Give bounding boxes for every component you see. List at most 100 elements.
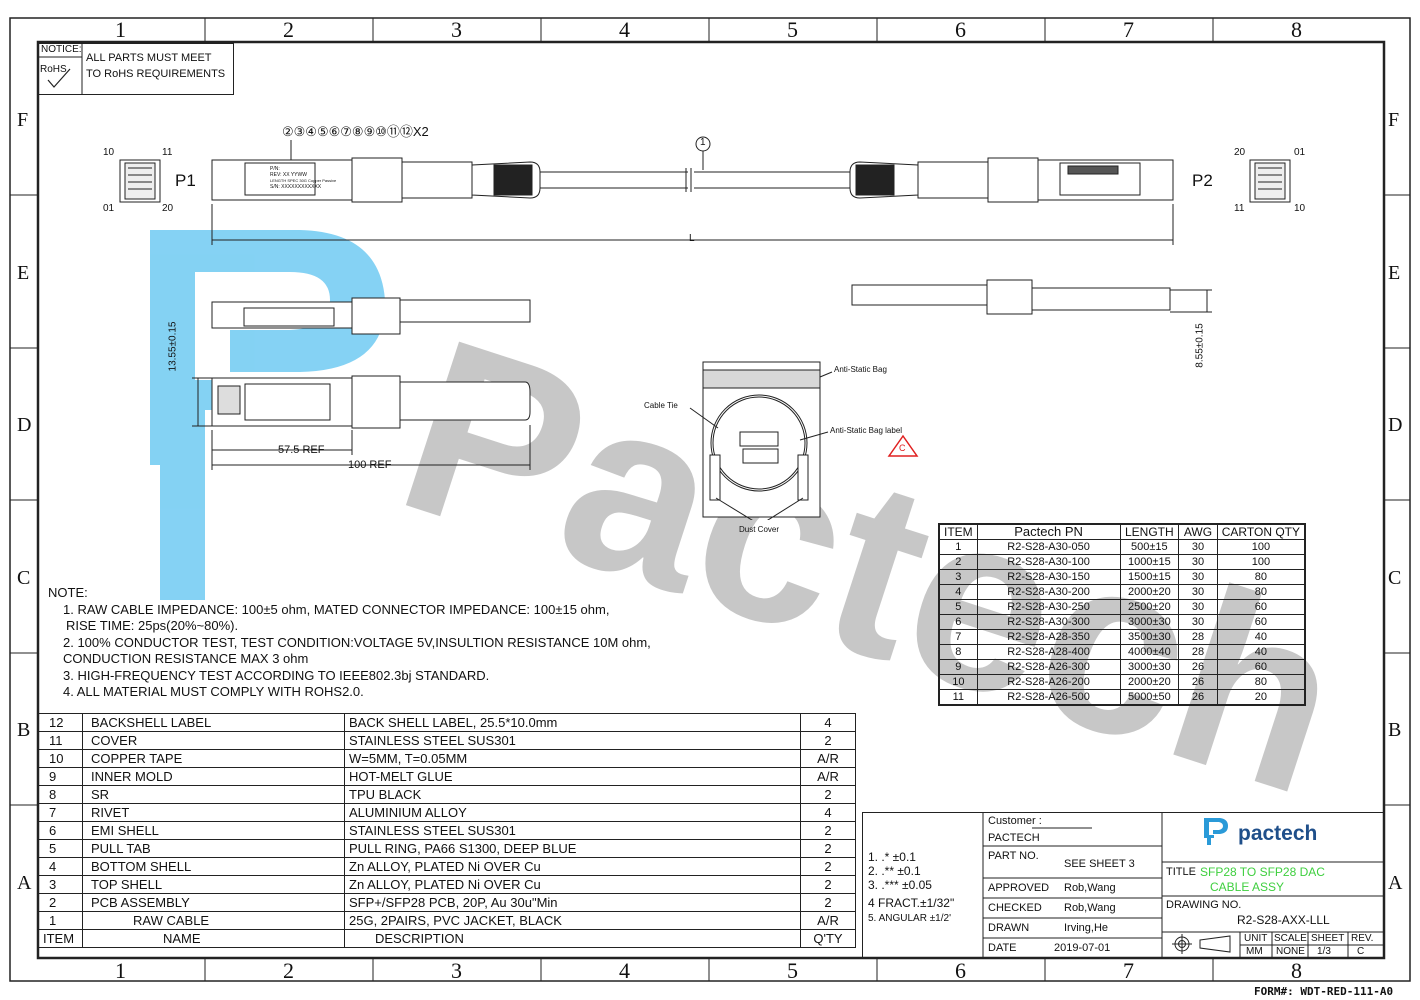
bom-desc: 25G, 2PAIRS, PVC JACKET, BLACK (344, 911, 801, 930)
customer-label: Customer : (988, 815, 1042, 827)
rev-value: C (1357, 946, 1365, 957)
tolerance-5: 5. ANGULAR ±1/2' (868, 913, 951, 924)
note-line: 1. RAW CABLE IMPEDANCE: 100±5 ohm, MATED… (63, 601, 610, 617)
bom-name: INNER MOLD (82, 767, 345, 786)
notes-title: NOTE: (48, 585, 88, 600)
parts-awg: 26 (1178, 659, 1218, 675)
rohs-label: RoHS (40, 64, 67, 75)
parts-item: 10 (938, 674, 978, 690)
parts-item: 7 (938, 629, 978, 645)
bom-qty: 2 (800, 857, 856, 876)
parts-awg: 30 (1178, 584, 1218, 600)
drawing-no-label: DRAWING NO. (1166, 899, 1242, 911)
parts-item: 3 (938, 569, 978, 585)
p1-label: P1 (175, 171, 196, 190)
note-line: RISE TIME: 25ps(20%~80%). (66, 618, 239, 633)
tolerance-3: 3. .*** ±0.05 (868, 878, 932, 892)
notice-line-2: TO RoHS REQUIREMENTS (86, 68, 226, 80)
parts-awg: 30 (1178, 569, 1218, 585)
parts-length: 5000±50 (1119, 689, 1180, 706)
parts-qty: 60 (1216, 659, 1306, 675)
bom-header-qty: Q'TY (800, 929, 856, 948)
zone-row-a: A (17, 872, 32, 894)
zone-col-2-bottom: 2 (283, 958, 294, 983)
bom-item: 10 (38, 749, 83, 768)
zone-col-5: 5 (787, 17, 798, 42)
bom-desc: ALUMINIUM ALLOY (344, 803, 801, 822)
parts-header-length: LENGTH (1119, 523, 1180, 540)
parts-qty: 100 (1216, 539, 1306, 555)
note-line: CONDUCTION RESISTANCE MAX 3 ohm (63, 651, 309, 666)
bom-qty: 2 (800, 875, 856, 894)
parts-length: 1000±15 (1119, 554, 1180, 570)
bom-desc: TPU BLACK (344, 785, 801, 804)
bom-desc: BACK SHELL LABEL, 25.5*10.0mm (344, 713, 801, 732)
bag-label-label: Anti-Static Bag label (830, 426, 903, 435)
parts-length: 3000±30 (1119, 614, 1180, 630)
bom-name: SR (82, 785, 345, 804)
bom-qty: A/R (800, 749, 856, 768)
bom-item: 9 (38, 767, 83, 786)
zone-row-c: C (17, 567, 31, 589)
bom-item: 3 (38, 875, 83, 894)
parts-pn: R2-S28-A30-200 (976, 584, 1121, 600)
sheet-label: SHEET (1311, 933, 1345, 944)
date-label: DATE (988, 942, 1017, 954)
bom-item: 5 (38, 839, 83, 858)
notice-label: NOTICE: (41, 44, 82, 55)
bom-name: EMI SHELL (82, 821, 345, 840)
parts-qty: 60 (1216, 599, 1306, 615)
pin-20-right: 20 (1234, 147, 1246, 158)
projection-symbol-icon (1172, 934, 1231, 954)
title-line-1: SFP28 TO SFP28 DAC (1200, 865, 1325, 879)
zone-row-f: F (17, 109, 29, 131)
zone-col-7: 7 (1123, 17, 1134, 42)
customer-value: PACTECH (988, 832, 1040, 844)
bom-qty: A/R (800, 767, 856, 786)
zone-row-e-right: E (1388, 262, 1401, 284)
tolerance-4: 4 FRACT.±1/32" (868, 896, 955, 910)
bom-desc: W=5MM, T=0.05MM (344, 749, 801, 768)
zone-col-4: 4 (619, 17, 630, 42)
bom-desc: STAINLESS STEEL SUS301 (344, 821, 801, 840)
part-no-label: PART NO. (988, 850, 1039, 862)
zone-row-b-right: B (1388, 719, 1402, 741)
parts-header-qty: CARTON QTY (1216, 523, 1306, 540)
bom-qty: 2 (800, 821, 856, 840)
parts-qty: 80 (1216, 674, 1306, 690)
parts-awg: 30 (1178, 599, 1218, 615)
parts-awg: 26 (1178, 674, 1218, 690)
label-rev: REV: XX YYWW (270, 172, 307, 178)
length-dim: L (689, 233, 695, 244)
parts-qty: 20 (1216, 689, 1306, 706)
parts-pn: R2-S28-A30-100 (976, 554, 1121, 570)
notice-line-1: ALL PARTS MUST MEET (86, 52, 212, 64)
dust-cover-label: Dust Cover (739, 525, 780, 534)
p2-label: P2 (1192, 171, 1213, 190)
bom-desc: SFP+/SFP28 PCB, 20P, Au 30u"Min (344, 893, 801, 912)
label-length: LENGTH SPEC 30G Copper Passive (270, 178, 337, 183)
bom-qty: 2 (800, 731, 856, 750)
parts-item: 4 (938, 584, 978, 600)
parts-pn: R2-S28-A26-200 (976, 674, 1121, 690)
zone-col-4-bottom: 4 (619, 958, 630, 983)
zone-row-a-right: A (1388, 872, 1403, 894)
pin-01-left: 01 (103, 203, 115, 214)
parts-pn: R2-S28-A30-150 (976, 569, 1121, 585)
checked-label: CHECKED (988, 902, 1042, 914)
parts-length: 4000±40 (1119, 644, 1180, 660)
title-line-2: CABLE ASSY (1210, 880, 1285, 894)
pin-01-right: 01 (1294, 147, 1306, 158)
bom-name: RAW CABLE (82, 911, 345, 930)
note-line: 2. 100% CONDUCTOR TEST, TEST CONDITION:V… (63, 634, 651, 650)
bom-item: 6 (38, 821, 83, 840)
